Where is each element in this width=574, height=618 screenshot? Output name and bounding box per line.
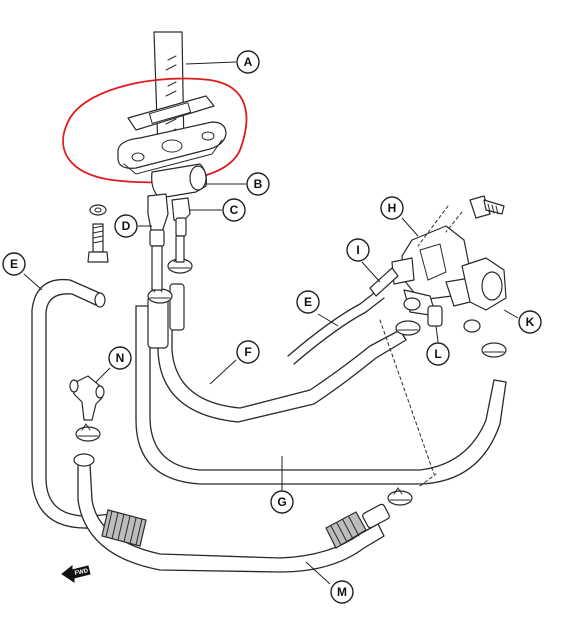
- callout-l: L: [426, 325, 450, 366]
- svg-text:G: G: [277, 495, 286, 509]
- callout-i: I: [346, 238, 381, 283]
- callout-k: K: [503, 309, 542, 334]
- hose-m-bellows-right: [325, 511, 367, 549]
- callout-m: M: [305, 561, 354, 604]
- hose-f: [157, 295, 407, 423]
- hose-m-bellows-left: [101, 509, 147, 547]
- guide-lines: [379, 205, 463, 487]
- svg-text:B: B: [254, 177, 263, 191]
- svg-text:D: D: [122, 219, 131, 233]
- clamp-n: [75, 423, 101, 442]
- callout-h: H: [380, 196, 419, 237]
- fwd-arrow-icon: FWD: [61, 564, 91, 583]
- clamp-g: [147, 285, 173, 304]
- svg-text:K: K: [526, 315, 535, 329]
- svg-text:N: N: [116, 351, 125, 365]
- fwd-label: FWD: [74, 568, 89, 577]
- svg-text:C: C: [230, 203, 239, 217]
- callout-a: A: [185, 50, 260, 74]
- callout-b: B: [206, 172, 270, 196]
- svg-text:H: H: [388, 201, 397, 215]
- t-joint-n: [69, 375, 105, 421]
- callout-n: N: [95, 346, 132, 383]
- callout-e-mid: E: [296, 290, 339, 327]
- bolt-top-right: [469, 195, 505, 219]
- hose-e-mid: [287, 289, 379, 357]
- svg-text:M: M: [337, 585, 347, 599]
- highlight-circle: [62, 77, 248, 184]
- svg-text:F: F: [244, 345, 251, 359]
- callout-f: F: [209, 340, 260, 385]
- svg-text:A: A: [244, 55, 253, 69]
- fuel-cock-lever: [117, 31, 227, 175]
- fuel-cock-body: [147, 163, 207, 247]
- svg-text:I: I: [356, 243, 359, 257]
- hose-e-left: [31, 278, 113, 529]
- svg-text:E: E: [10, 257, 18, 271]
- svg-text:E: E: [304, 295, 312, 309]
- callout-c: C: [190, 198, 246, 222]
- hose-g: [135, 305, 507, 485]
- callout-g: G: [270, 456, 294, 514]
- washer-and-bolt: [87, 204, 109, 263]
- valve-assembly: [369, 225, 507, 506]
- callout-e-left: E: [2, 252, 43, 291]
- svg-text:L: L: [434, 347, 441, 361]
- callout-d: D: [114, 214, 152, 238]
